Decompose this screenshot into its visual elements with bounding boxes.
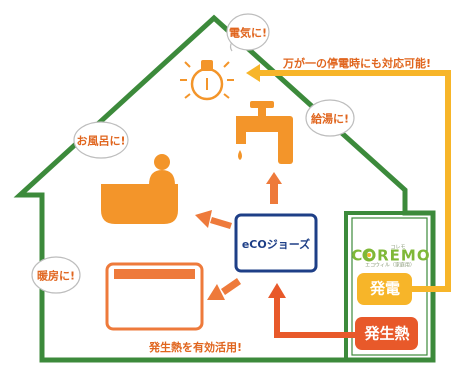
ecojozu-unit: eCOジョーズ [234,213,318,273]
ecojozu-logo: eCOジョーズ [242,237,310,251]
label-electricity: 電気に! [228,26,268,40]
waste-heat-note: 発生熱を有効活用! [149,341,243,354]
arrow-power-to-light [246,64,451,292]
arrow-heat-to-eco [268,283,355,338]
coremo-ruby: コレモ [390,244,406,251]
faucet-icon [236,101,293,164]
label-bath: お風呂に! [76,134,126,148]
coremo-logo: COREMO [351,246,431,265]
arrow-to-bathtub [195,210,232,229]
bubble-bath [73,121,129,159]
bubble-heating [31,256,81,294]
heater-icon [105,262,204,331]
power-box [357,273,412,305]
power-box-label: 発電 [369,279,401,298]
heat-box [355,317,418,350]
bubble-electricity [226,13,270,52]
label-hot-water: 給湯に! [310,112,350,126]
bathtub-icon [101,154,178,224]
label-heating: 暖房に! [36,269,76,283]
heat-box-label: 発生熱 [364,324,410,343]
light-bulb-icon [180,60,234,101]
arrow-to-faucet [266,172,282,204]
blackout-note: 万が一の停電時にも対応可能! [283,57,432,70]
bubble-hot-water [305,99,355,137]
arrow-to-heater [207,278,241,300]
coremo-logo-mark [362,248,376,262]
coremo-subtitle: エコウィル（家庭用） [365,262,415,269]
